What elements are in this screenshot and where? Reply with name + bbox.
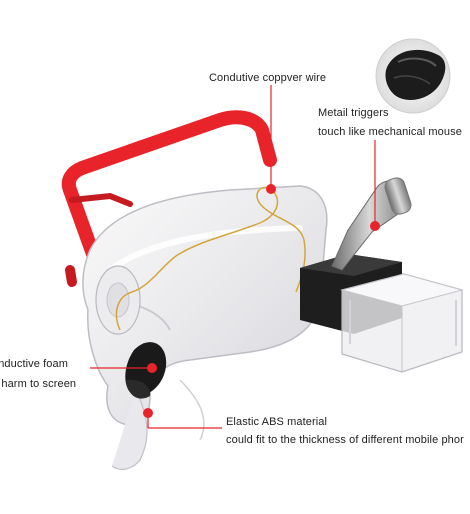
metal-trigger-icon xyxy=(331,177,412,271)
trigger-label-line1: Metail triggers xyxy=(318,107,389,119)
mouse-icon xyxy=(375,38,451,114)
conductive-foam xyxy=(125,342,167,399)
clip-box xyxy=(340,273,464,373)
foam-label-line2: o harm to screen xyxy=(0,378,77,390)
red-handle xyxy=(61,110,277,287)
foam-label-line1: onductive foam xyxy=(0,358,68,370)
copper-wire xyxy=(115,186,306,331)
callout-leaders xyxy=(90,85,380,429)
abs-label-line2: could fit to the thickness of different … xyxy=(226,434,464,446)
trigger-label-line2: touch like mechanical mouse xyxy=(318,126,462,138)
abs-label-line1: Elastic ABS material xyxy=(226,416,328,428)
wire-label: Condutive coppver wire xyxy=(209,72,327,84)
